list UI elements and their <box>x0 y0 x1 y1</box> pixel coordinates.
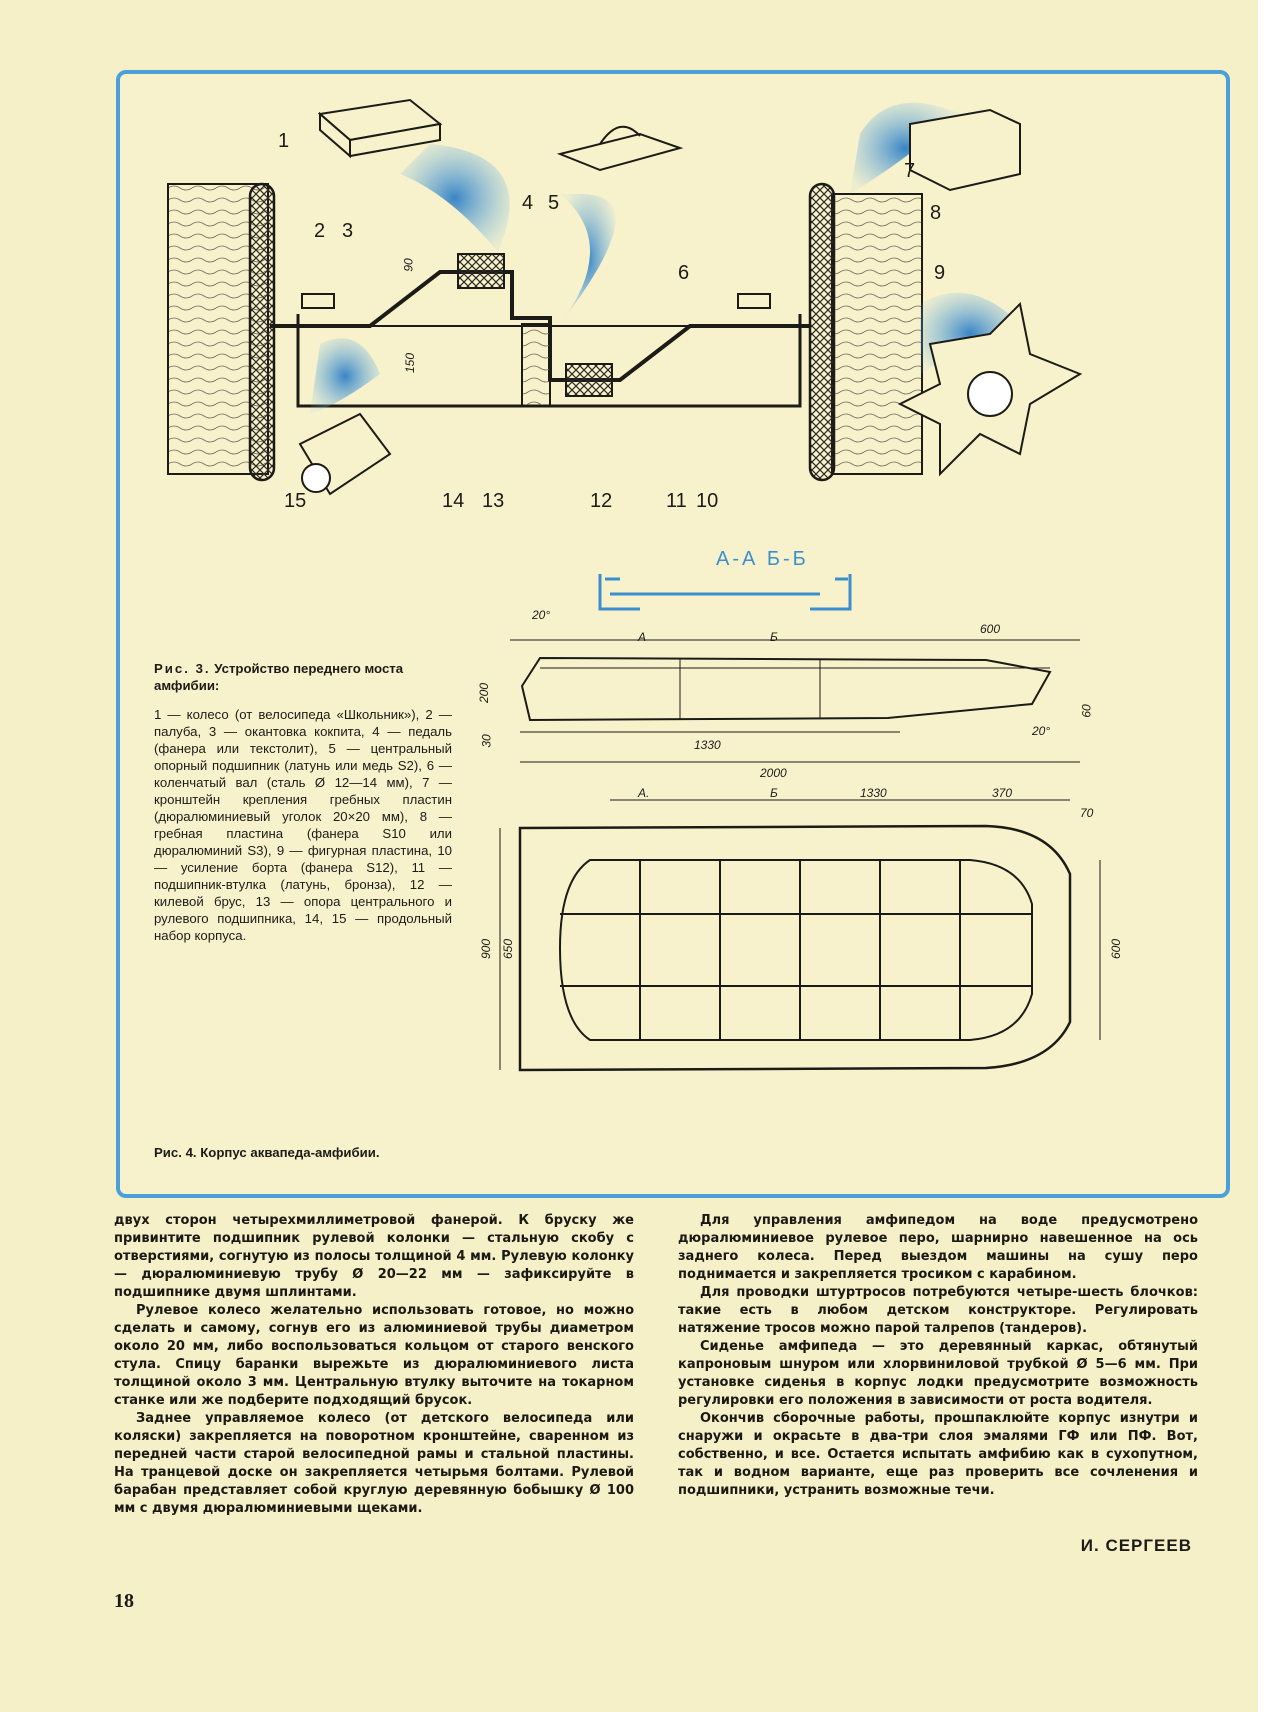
axle-drawing <box>167 98 1101 1072</box>
plan-dim-600: 600 <box>1109 938 1124 960</box>
side-angle-top: 20° <box>532 608 551 622</box>
part-number-14: 14 <box>442 490 465 512</box>
part-number-5: 5 <box>548 192 560 214</box>
plan-section-b: Б <box>770 786 778 800</box>
plan-dim-650: 650 <box>501 938 516 960</box>
part-number-8: 8 <box>930 202 942 224</box>
bearing-detail <box>556 125 684 172</box>
part-number-2: 2 <box>314 220 326 242</box>
right-paragraph-1: Для управления амфипедом на воде предусм… <box>678 1213 1198 1282</box>
figure-3-title: Рис. 3. Устройство переднего моста амфиб… <box>154 660 452 694</box>
pedal-detail <box>317 98 443 159</box>
plan-section-a: А. <box>638 786 650 800</box>
left-wheel <box>248 182 276 482</box>
page-number: 18 <box>114 1590 134 1612</box>
part-number-1: 1 <box>278 130 290 152</box>
figure-4-caption: Рис. 4. Корпус аквапеда-амфибии. <box>154 1144 474 1161</box>
part-number-12: 12 <box>590 490 613 512</box>
part-number-6: 6 <box>678 262 690 284</box>
part-number-15: 15 <box>284 490 307 512</box>
author-name: И. СЕРГЕЕВ <box>1080 1536 1192 1555</box>
part-number-4: 4 <box>522 192 534 214</box>
article-right-column: Для управления амфипедом на воде предусм… <box>678 1212 1198 1500</box>
part-number-11: 11 <box>666 490 687 512</box>
crankshaft <box>270 270 810 382</box>
side-dim-200: 200 <box>477 682 492 704</box>
magazine-page: 1 2 3 4 5 6 7 8 9 15 14 13 12 11 10 90 1… <box>0 0 1258 1712</box>
dimension-150: 150 <box>403 352 418 374</box>
callout-spray-2 <box>560 194 616 324</box>
page-margin <box>1258 0 1288 1712</box>
section-label: А-А Б-Б <box>716 548 809 570</box>
side-dim-30: 30 <box>479 734 494 748</box>
hub-detail <box>298 412 392 496</box>
plan-dim-1330: 1330 <box>860 786 887 800</box>
central-support <box>521 323 551 407</box>
left-paragraph-1: двух сторон четырехмиллиметровой фанерой… <box>114 1213 634 1300</box>
part-number-13: 13 <box>482 490 505 512</box>
plan-dim-370: 370 <box>992 786 1013 800</box>
side-dim-1330: 1330 <box>694 738 721 752</box>
figure-3-prefix: Рис. 3. <box>154 661 211 676</box>
part-number-10: 10 <box>696 490 719 512</box>
callout-spray-1 <box>400 144 510 252</box>
side-dim-600: 600 <box>980 622 1001 636</box>
right-paragraph-3: Сиденье амфипеда — это деревянный каркас… <box>678 1339 1198 1408</box>
part-number-3: 3 <box>342 220 354 242</box>
right-blade-block <box>831 193 923 475</box>
right-paragraph-2: Для проводки штуртросов потребуются четы… <box>678 1285 1198 1336</box>
part-number-9: 9 <box>934 262 946 284</box>
bracket-detail <box>909 108 1021 192</box>
pedal-upper <box>457 253 505 289</box>
figure-3-legend: 1 — колесо (от велосипеда «Школьник»), 2… <box>154 707 452 943</box>
figure-frame: 1 2 3 4 5 6 7 8 9 15 14 13 12 11 10 90 1… <box>116 70 1230 1198</box>
side-section-a: А <box>638 630 647 644</box>
side-dim-2000: 2000 <box>760 766 787 780</box>
side-angle-bottom: 20° <box>1032 724 1051 738</box>
callout-spray-5 <box>310 338 380 414</box>
side-dim-60: 60 <box>1079 704 1094 718</box>
figure-3-caption: Рис. 3. Устройство переднего моста амфиб… <box>154 660 452 944</box>
left-paragraph-2: Рулевое колесо желательно использовать г… <box>114 1303 634 1408</box>
star-plate-detail <box>897 301 1083 477</box>
plan-dim-900: 900 <box>479 938 494 960</box>
article-left-column: двух сторон четырехмиллиметровой фанерой… <box>114 1212 634 1518</box>
section-profile <box>598 574 852 611</box>
right-wheel <box>808 182 836 482</box>
hull-side-view <box>510 639 1080 763</box>
figure-3-title-text: Устройство переднего моста амфибии: <box>154 661 404 693</box>
dimension-90: 90 <box>401 258 416 272</box>
pedal-lower <box>565 363 613 397</box>
left-paragraph-3: Заднее управляемое колесо (от детского в… <box>114 1411 634 1516</box>
part-number-7: 7 <box>904 160 916 182</box>
plan-dim-70: 70 <box>1080 806 1094 820</box>
figure-4-title: Корпус аквапеда-амфибии. <box>200 1145 380 1160</box>
side-section-b: Б <box>770 630 778 644</box>
figure-4-prefix: Рис. 4. <box>154 1145 197 1160</box>
right-paragraph-4: Окончив сборочные работы, прошпаклюйте к… <box>678 1411 1198 1498</box>
hull-plan-view <box>499 799 1101 1072</box>
